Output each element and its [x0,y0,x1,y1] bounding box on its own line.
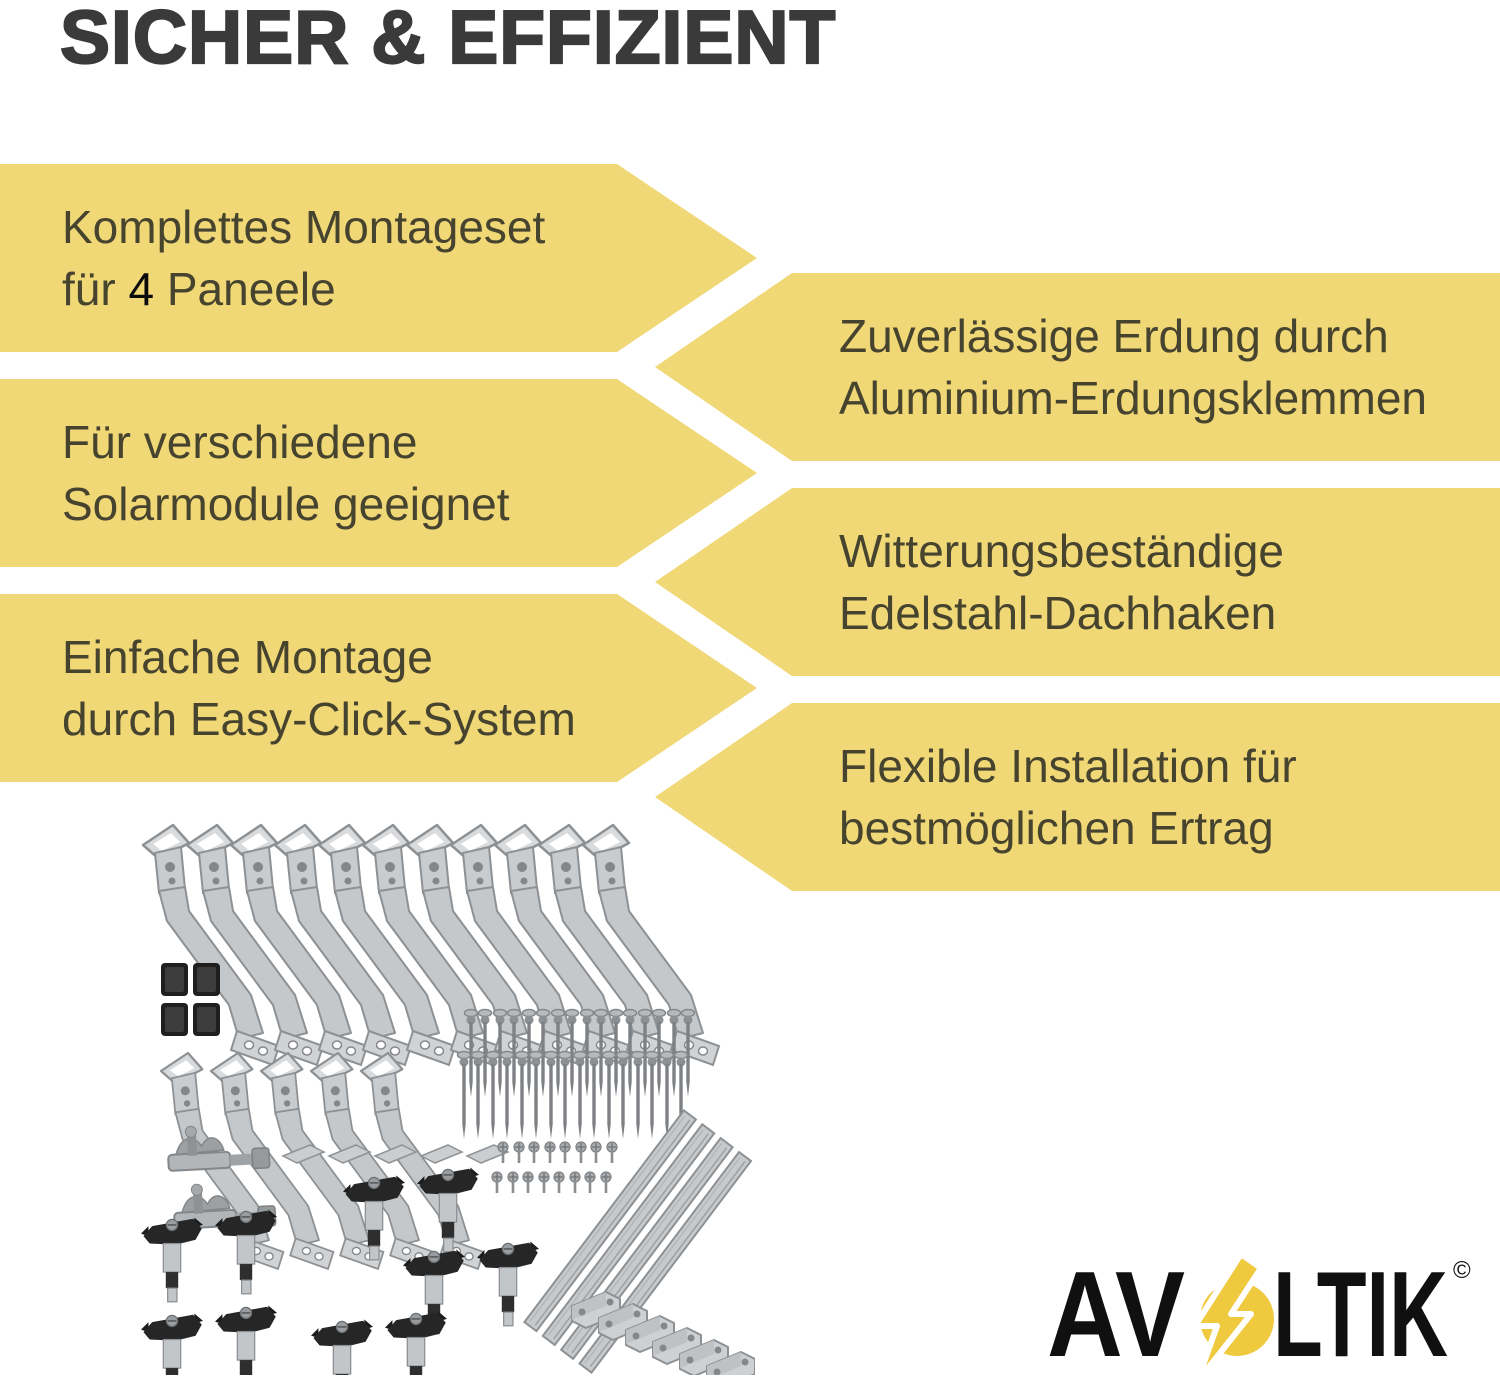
banner-text: Für verschiedene Solarmodule geeignet [62,411,510,535]
banner-line: Witterungsbeständige [839,525,1284,577]
brand-logo: AV LTIK © [1047,1250,1471,1383]
banner-text: Einfache Montage durch Easy-Click-System [62,626,576,750]
banner-erdung: Zuverlässige Erdung durch Aluminium-Erdu… [655,273,1500,461]
banner-line: für 4 Paneele [62,263,336,315]
banner-solarmodule-geeignet: Für verschiedene Solarmodule geeignet [0,379,757,567]
panel-count: 4 [128,263,155,315]
hanger-bolts [456,1008,696,1140]
banner-line: Aluminium-Erdungsklemmen [839,372,1427,424]
page-title: SICHER & EFFIZIENT [59,0,837,80]
banner-flexible-installation: Flexible Installation für bestmöglichen … [655,703,1500,891]
banner-easy-click-montage: Einfache Montage durch Easy-Click-System [0,594,757,782]
banner-text: Komplettes Montageset für 4 Paneele [62,196,545,320]
banner-dachhaken: Witterungsbeständige Edelstahl-Dachhaken [655,488,1500,676]
copyright-mark: © [1453,1257,1471,1284]
banner-text: Witterungsbeständige Edelstahl-Dachhaken [839,520,1284,644]
end-caps [161,963,220,1036]
banner-line: Einfache Montage [62,631,433,683]
lightning-bolt-o-icon [1192,1251,1274,1383]
banner-komplettes-montageset: Komplettes Montageset für 4 Paneele [0,164,757,352]
brand-text-suffix: LTIK [1273,1250,1448,1382]
brand-text-prefix: AV [1047,1250,1185,1382]
banner-line: Zuverlässige Erdung durch [839,310,1389,362]
banner-line: Flexible Installation für [839,740,1297,792]
banner-line: Solarmodule geeignet [62,478,510,530]
banner-text: Flexible Installation für bestmöglichen … [839,735,1297,859]
banner-line: Edelstahl-Dachhaken [839,587,1277,639]
product-photo [140,823,755,1375]
small-screws [491,1141,618,1194]
banner-text: Zuverlässige Erdung durch Aluminium-Erdu… [839,305,1427,429]
banner-line: durch Easy-Click-System [62,693,576,745]
roof-hooks-top-row [141,823,721,1067]
banner-line: Komplettes Montageset [62,201,546,253]
banner-line: bestmöglichen Ertrag [839,802,1274,854]
banner-line: Für verschiedene [62,416,418,468]
